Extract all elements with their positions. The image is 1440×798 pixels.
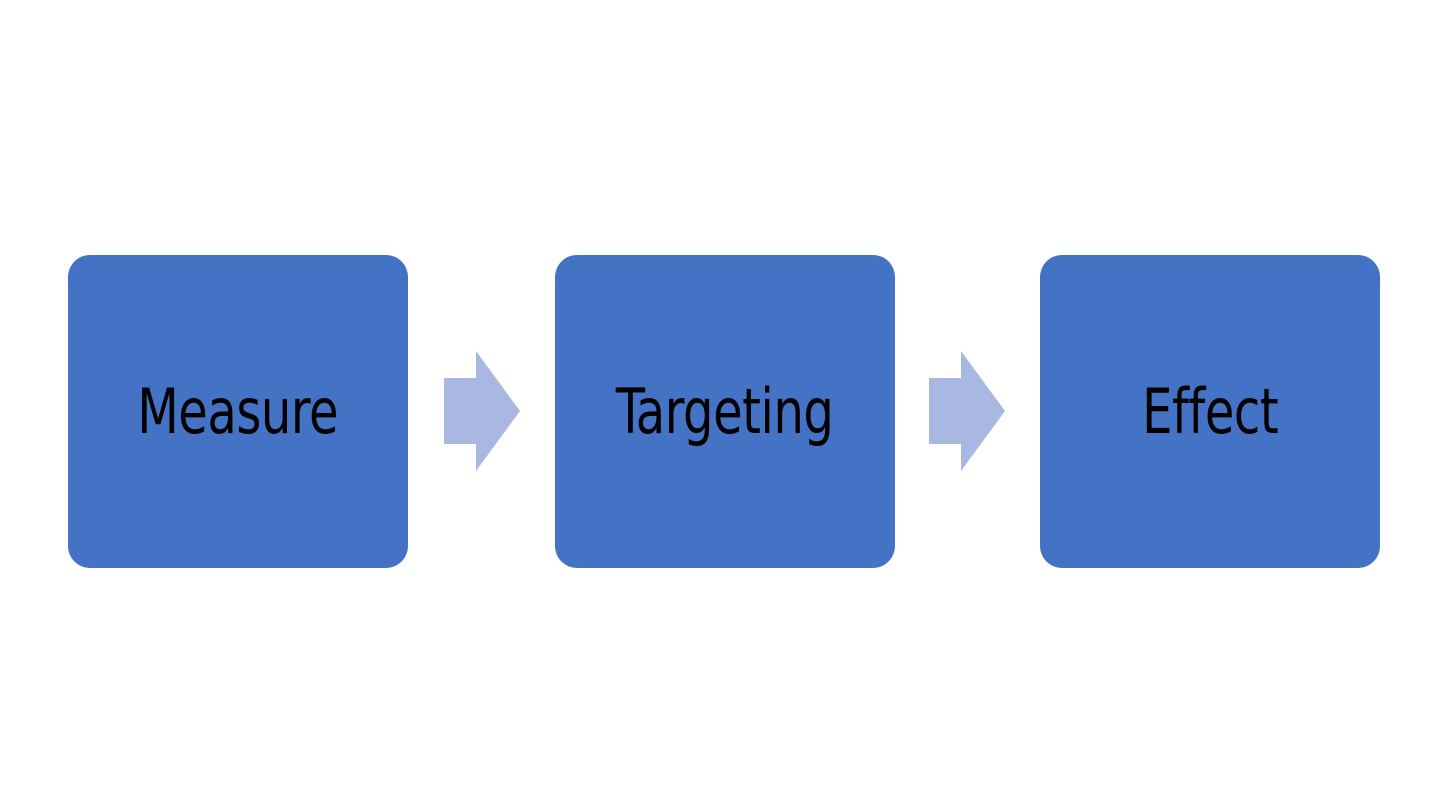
connector-measure-to-targeting: [444, 351, 520, 471]
process-node-targeting[interactable]: Targeting: [555, 255, 895, 568]
connector-targeting-to-effect: [929, 351, 1005, 471]
process-node-label: Measure: [137, 374, 339, 448]
process-node-label: Effect: [1141, 374, 1279, 448]
process-node-effect[interactable]: Effect: [1040, 255, 1380, 568]
process-node-label: Targeting: [616, 374, 834, 448]
arrow-right-icon: [929, 351, 1005, 471]
arrow-right-icon: [444, 351, 520, 471]
process-node-measure[interactable]: Measure: [68, 255, 408, 568]
